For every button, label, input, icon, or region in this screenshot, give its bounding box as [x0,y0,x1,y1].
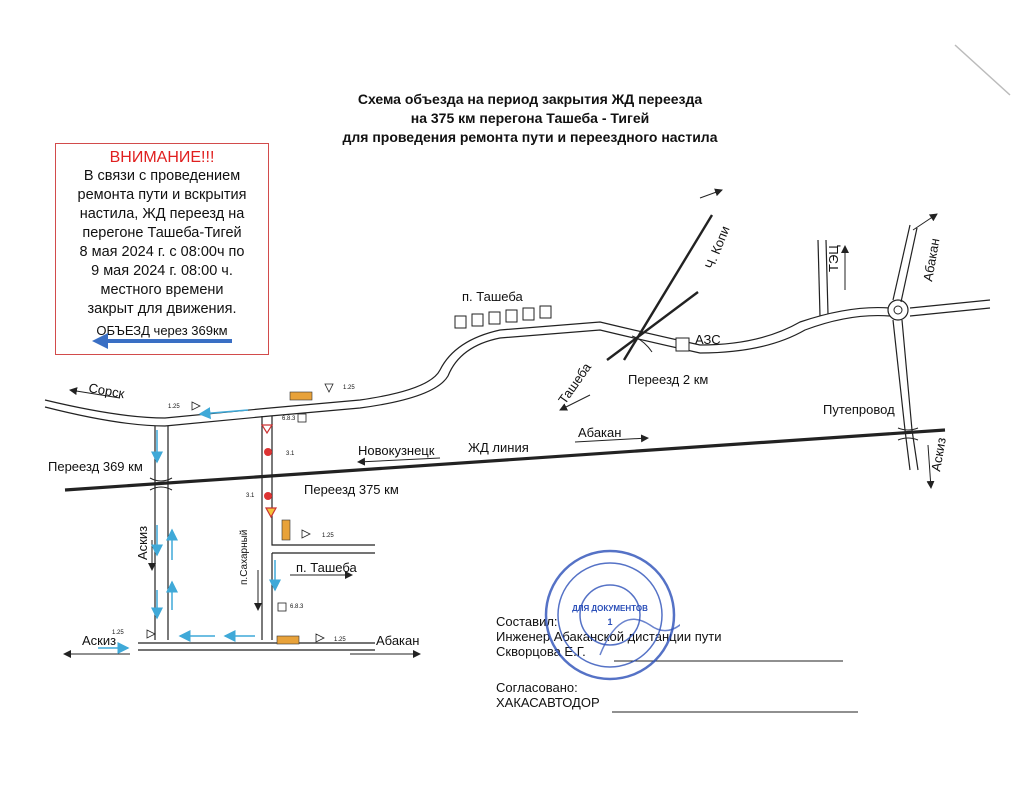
warning-notice-box: ВНИМАНИЕ!!! В связи с проведением ремонт… [55,143,269,355]
yield-sign-icon [315,633,325,643]
label-sakharny: п.Сахарный [239,530,250,585]
detour-sign-icon [276,635,300,645]
no-entry-sign-icon [264,448,272,456]
label-rail-line: ЖД линия [468,440,529,455]
yield-sign-icon [324,383,334,393]
title-line-2: на 375 км перегона Ташеба - Тигей [410,110,650,126]
arrow-to-abakan-rail [574,434,649,443]
notice-line: ремонта пути и вскрытия [77,187,247,203]
label-gas-station: АЗС [695,332,721,347]
notice-line: 8 мая 2024 г. с 08:00ч по [79,244,245,260]
sign-label: 1.25 [168,404,180,410]
notice-line: настила, ЖД переезд на [79,206,245,222]
sign-label: 1.25 [322,533,334,539]
agency-name: ХАКАСАВТОДОР [496,695,600,710]
scheme-title: Схема объезда на период закрытия ЖД пере… [280,90,780,147]
sign-label: 1.25 [334,637,346,643]
road-to-abakan-ne [892,213,938,303]
yield-sign-icon [146,629,156,639]
detour-sign-icon [281,519,291,541]
info-sign-icon [297,413,307,423]
label-crossing-2: Переезд 2 км [628,372,708,387]
sign-label: 1.25 [112,630,124,636]
main-road [44,299,991,427]
notice-detour-arrow [92,333,232,349]
engineer-name: Скворцова Е.Г. [496,644,586,659]
road-sign-group: 1.25 3.1 6.8.3 1.25 1.25 1.25 1.25 6.8.3… [112,383,355,645]
label-abakan-bottom: Абакан [376,633,419,648]
label-sorsk: Сорск [87,380,125,401]
notice-detour: ОБЪЕЗД через 369км [96,323,228,338]
sign-label: 6.8.3 [290,604,304,610]
stamp-text: ДЛЯ ДОКУМЕНТОВ [572,604,648,613]
notice-line: местного времени [100,282,224,298]
road-bottom [63,642,421,658]
settlement-houses [454,305,690,352]
road-to-tets [817,239,849,317]
notice-line: В связи с проведением [83,168,241,184]
main-railway [64,428,946,492]
label-tasheba-2: п. Ташеба [296,560,358,575]
notice-line: 9 мая 2024 г. 08:00 ч. [91,263,233,279]
title-line-3: для проведения ремонта пути и переездног… [342,129,718,145]
no-entry-sign-icon [264,492,272,500]
official-stamp: ДЛЯ ДОКУМЕНТОВ 1 [544,549,680,681]
road-to-askiz-s [892,319,935,489]
map-labels: п. Ташеба Ч. Копи ТЭЦ Абакан АЗС Ташеба … [48,224,949,648]
railway-branch [559,188,723,411]
sign-label: 3.1 [246,493,255,499]
crossing-marks [149,335,919,491]
warning-sign-icon [260,424,274,435]
sign-label: 3.1 [286,451,295,457]
stamp-number: 1 [607,617,612,627]
label-abakan-ne: Абакан [920,237,942,282]
scan-mark [954,44,1011,96]
roadworks-sign-icon [264,507,278,519]
sign-label: 6.8.3 [282,416,296,422]
handwritten-signature-icon [599,618,680,656]
label-ch-kopi: Ч. Копи [702,224,733,271]
compiled-label: Составил: [496,614,558,629]
detour-sign-icon [289,391,313,401]
yield-sign-icon [191,401,201,411]
notice-line: закрыт для движения. [87,301,237,317]
label-settlement-tasheba: п. Ташеба [462,289,524,304]
sign-label: 1.25 [343,385,355,391]
label-overpass: Путепровод [823,402,895,417]
label-tasheba: Ташеба [555,359,594,406]
label-abakan-rail: Абакан [578,425,621,440]
signature-block: Составил: Инженер Абаканской дистанции п… [496,614,721,710]
roundabout [887,299,909,321]
label-askiz-bottom: Аскиз [82,633,116,648]
label-askiz-vertical: Аскиз [135,526,150,560]
title-line-1: Схема объезда на период закрытия ЖД пере… [357,91,703,107]
label-crossing-369: Переезд 369 км [48,459,143,474]
label-tets: ТЭЦ [826,245,841,272]
label-askiz-east: Аскиз [928,436,949,472]
notice-heading: ВНИМАНИЕ!!! [109,149,215,166]
yield-sign-icon [301,529,311,539]
notice-line: перегоне Ташеба-Тигей [82,225,242,241]
arrow-to-novokuznetsk [357,457,441,466]
detour-route-arrows [98,407,281,654]
road-375 [261,416,375,640]
agreed-label: Согласовано: [496,680,578,695]
arrow-to-sorsk [69,387,121,399]
label-crossing-375: Переезд 375 км [304,482,399,497]
label-novokuznetsk: Новокузнецк [358,443,435,458]
info-sign-icon [277,602,287,612]
